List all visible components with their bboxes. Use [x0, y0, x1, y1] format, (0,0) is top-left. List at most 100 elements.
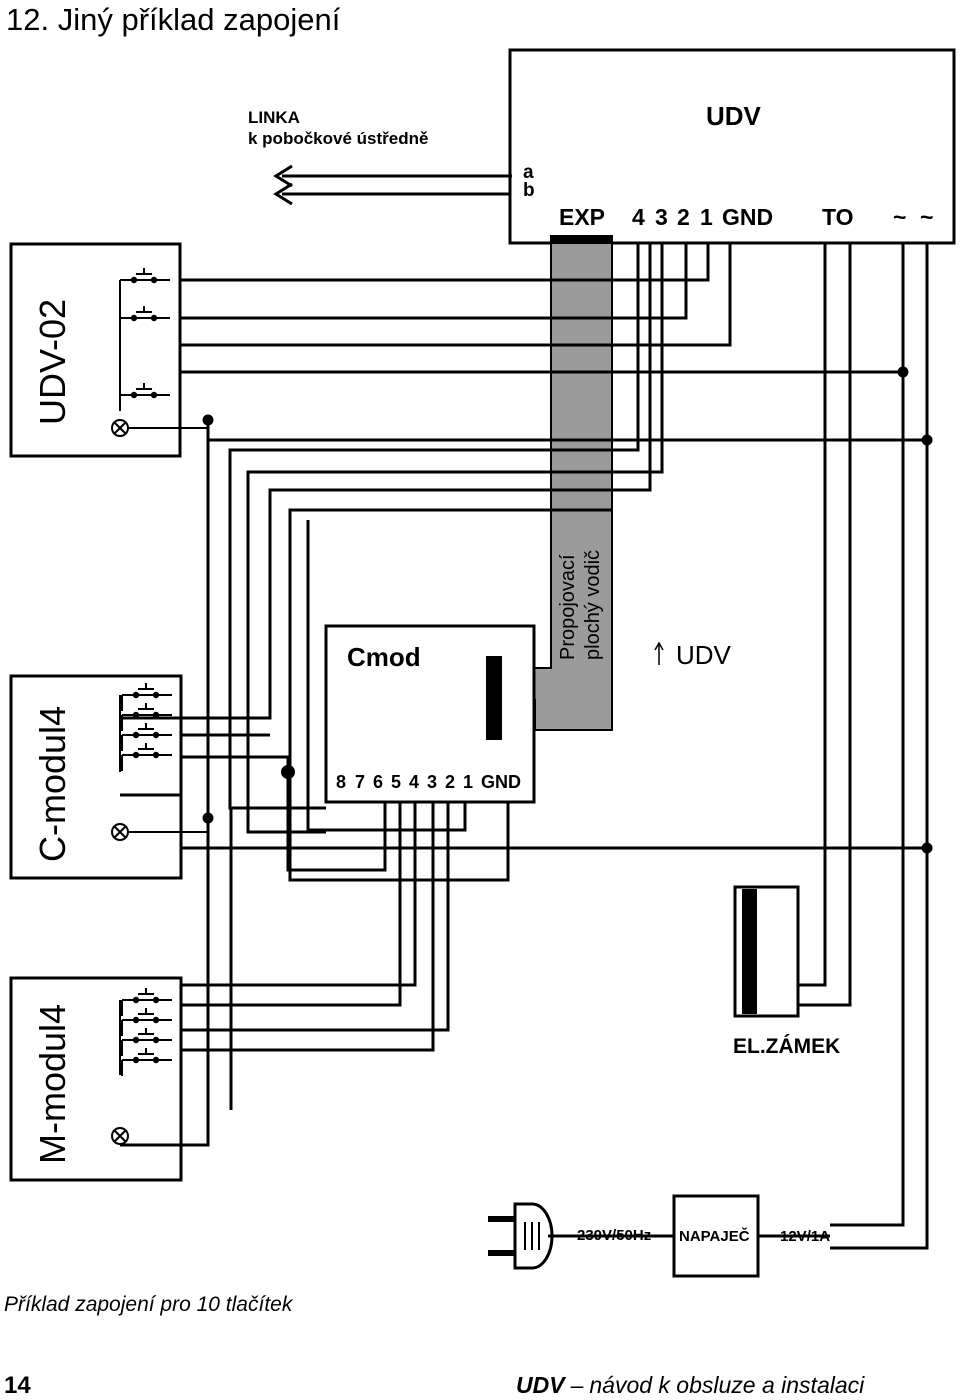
wire-12	[798, 243, 852, 1007]
wire-20	[181, 802, 417, 987]
cable-label-line2: plochý vodič	[582, 550, 604, 660]
cmod-terminal-7: 7	[355, 772, 365, 792]
udv-terminal-ac2: ~	[920, 204, 933, 230]
pushbutton-terminal	[152, 996, 160, 1004]
udv02-panel-label: UDV-02	[32, 299, 73, 425]
cmod-terminal-6: 6	[373, 772, 383, 792]
wire-3	[228, 243, 640, 810]
line-subtitle: k pobočkové ústředně	[248, 129, 428, 148]
electric-lock-icon	[733, 885, 800, 1018]
pushbutton-terminal	[132, 691, 140, 699]
supply-label: NAPAJEČ	[679, 1227, 750, 1245]
pushbutton-terminal	[152, 731, 160, 739]
mmodul-pushbutton-icon-1	[121, 1008, 172, 1036]
udv-terminal-ac1: ~	[893, 204, 906, 230]
udv-terminal-to: TO	[822, 204, 854, 230]
figure-caption: Příklad zapojení pro 10 tlačítek	[4, 1293, 294, 1316]
ribbon-cable-connector	[551, 236, 612, 244]
cmod-connector	[486, 656, 502, 740]
footer-title: UDV–návod k obsluze a instalaci	[516, 1372, 865, 1398]
udv-title: UDV	[706, 101, 762, 131]
pushbutton-terminal	[150, 391, 158, 399]
mmodul-pushbutton-icon-2	[121, 1028, 172, 1056]
wire-19	[181, 802, 402, 1007]
udv-terminal-4: 4	[632, 204, 645, 230]
junction-dot-1	[202, 812, 214, 824]
footer-doc-title: návod k obsluze a instalaci	[589, 1372, 865, 1398]
lock-label: EL.ZÁMEK	[733, 1035, 840, 1058]
page-heading: 12. Jiný příklad zapojení	[6, 2, 341, 37]
arrow-label: UDV	[676, 640, 732, 670]
pushbutton-terminal	[152, 1016, 160, 1024]
udv02-pushbutton-icon-1	[119, 306, 170, 334]
pushbutton-terminal	[152, 691, 160, 699]
wires	[120, 174, 929, 1250]
pushbutton-terminal	[132, 731, 140, 739]
cmod-terminal-1: 1	[463, 772, 473, 792]
cmod-terminal-gnd: GND	[481, 772, 521, 792]
cmodul-pushbutton-icon-2	[121, 723, 172, 751]
wire-23	[306, 520, 467, 832]
wire-1	[180, 243, 688, 320]
wire-14	[830, 243, 929, 1250]
bulb-cross	[114, 422, 126, 434]
cmod-terminal-5: 5	[391, 772, 401, 792]
udv-terminal-1: 1	[700, 204, 713, 230]
pushbutton-terminal	[152, 1036, 160, 1044]
udv02-pushbutton-icon-0	[119, 268, 170, 296]
wire-24	[288, 508, 612, 882]
footer-brand: UDV	[516, 1372, 566, 1398]
cable-label-line1: Propojovací	[557, 554, 579, 660]
pushbutton-terminal	[132, 1036, 140, 1044]
junction-dot-5	[921, 842, 933, 854]
line-title: LINKA	[248, 108, 300, 127]
pushbutton-terminal	[130, 276, 138, 284]
cmod-terminal-3: 3	[427, 772, 437, 792]
junction-dot-3	[897, 366, 909, 378]
page-number: 14	[4, 1372, 31, 1399]
cmod-terminal-8: 8	[336, 772, 346, 792]
cmod-terminal-4: 4	[409, 772, 419, 792]
bulb-cross	[114, 826, 126, 838]
cmodul-pushbutton-icon-1	[121, 703, 172, 731]
junction-dot-2	[281, 765, 295, 779]
mains-plug-icon	[488, 1202, 554, 1270]
ribbon-cable-label: Propojovací plochý vodič	[557, 550, 604, 660]
pushbutton-terminal	[152, 711, 160, 719]
footer-dash: –	[570, 1372, 584, 1398]
wire-4	[180, 243, 732, 347]
pushbutton-terminal	[130, 391, 138, 399]
junction-dot-4	[921, 434, 933, 446]
line-arrow-icon	[273, 164, 510, 206]
udv02-bulb-icon	[111, 419, 129, 437]
cmodul-pushbutton-icon-3	[121, 743, 172, 771]
mmodul-panel-label: M-modul4	[32, 1004, 73, 1164]
udv02-pushbutton-icon-2	[119, 383, 170, 411]
udv-terminal-3: 3	[655, 204, 668, 230]
wire-13	[830, 243, 905, 1227]
cmodul-bulb-icon	[111, 823, 129, 841]
pushbutton-terminal	[132, 751, 140, 759]
udv-terminal-2: 2	[677, 204, 690, 230]
cmodul-panel-label: C-modul4	[32, 706, 73, 862]
wire-22	[181, 802, 450, 1032]
pushbutton-terminal	[150, 314, 158, 322]
pushbutton-terminal	[132, 711, 140, 719]
cmodul-pushbutton-icon-0	[121, 683, 172, 711]
mmodul-pushbutton-icon-3	[121, 1048, 172, 1076]
wire-11	[798, 243, 827, 987]
wire-5	[120, 243, 652, 720]
pushbutton-terminal	[132, 1016, 140, 1024]
junctions	[202, 366, 933, 854]
udv-terminal-exp: EXP	[559, 204, 605, 230]
mmodul-bulb-icon	[111, 1127, 129, 1145]
wire-21	[181, 802, 435, 1052]
wire-2	[246, 243, 664, 834]
cmod-title: Cmod	[347, 642, 421, 672]
pushbutton-terminal	[152, 1056, 160, 1064]
udv-pin-a: a	[523, 162, 534, 183]
bulb-cross	[114, 1130, 126, 1142]
pushbutton-group	[111, 268, 208, 1145]
pushbutton-terminal	[132, 996, 140, 1004]
